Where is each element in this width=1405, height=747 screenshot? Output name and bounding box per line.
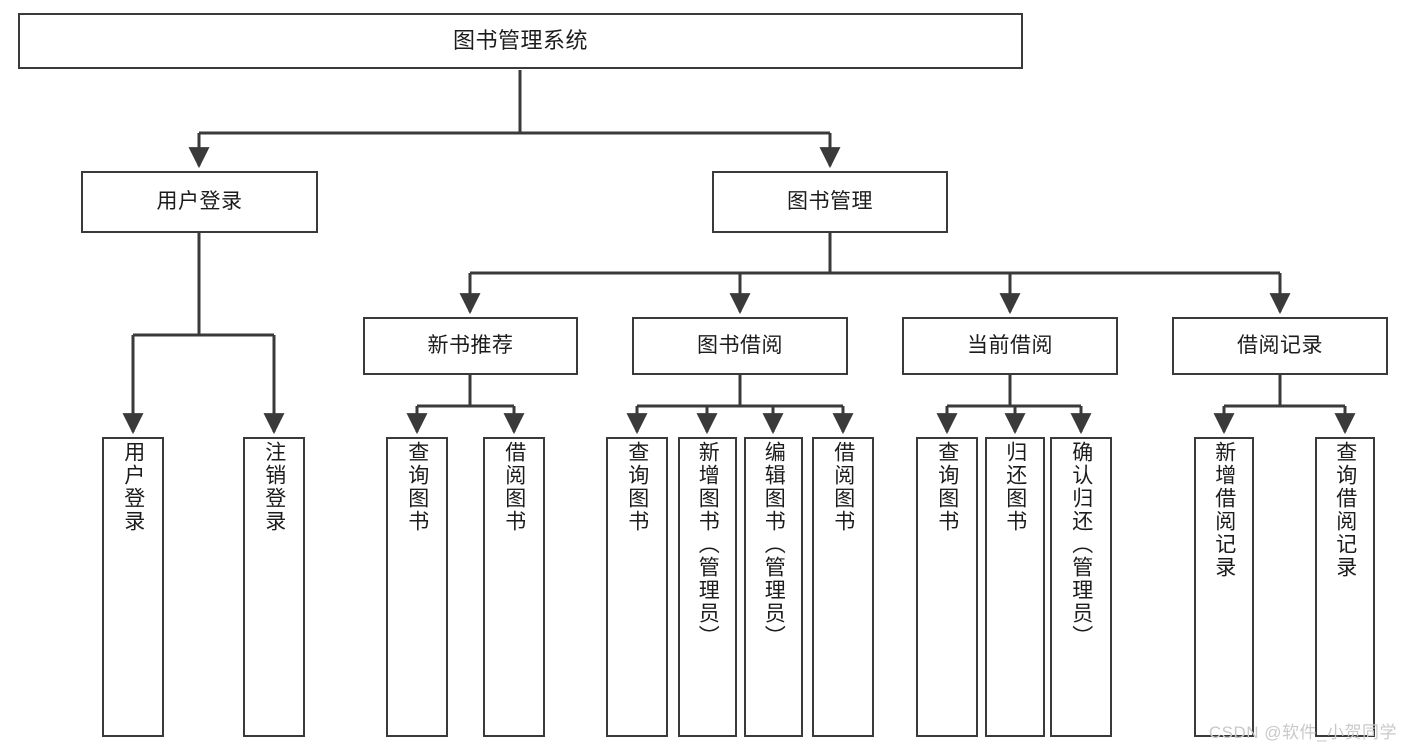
node-leaf-user-login[interactable]: 用户登录 <box>102 437 164 737</box>
node-new-book-recommend[interactable]: 新书推荐 <box>363 317 578 375</box>
node-label: 借阅图书 <box>502 441 526 533</box>
node-label: 确认归还（管理员） <box>1069 441 1093 648</box>
node-label: 借阅图书 <box>831 441 855 533</box>
node-label: 借阅记录 <box>1237 333 1323 357</box>
node-label: 用户登录 <box>121 441 145 533</box>
node-leaf-query-book-current[interactable]: 查询图书 <box>916 437 978 737</box>
node-leaf-query-book-recommend[interactable]: 查询图书 <box>386 437 448 737</box>
csdn-watermark: CSDN @软件_小贺同学 <box>1208 723 1397 742</box>
node-label: 查询图书 <box>625 441 649 533</box>
node-label: 注销登录 <box>262 441 286 533</box>
node-user-login[interactable]: 用户登录 <box>81 171 318 233</box>
node-leaf-confirm-return-admin[interactable]: 确认归还（管理员） <box>1050 437 1112 737</box>
node-label: 归还图书 <box>1003 441 1027 533</box>
node-label: 用户登录 <box>156 189 243 213</box>
node-label: 查询图书 <box>405 441 429 533</box>
node-leaf-borrow-book-recommend[interactable]: 借阅图书 <box>483 437 545 737</box>
node-leaf-add-borrow-record[interactable]: 新增借阅记录 <box>1194 437 1254 737</box>
node-leaf-query-borrow-record[interactable]: 查询借阅记录 <box>1315 437 1375 737</box>
node-book-borrow[interactable]: 图书借阅 <box>632 317 848 375</box>
node-label: 新书推荐 <box>427 333 514 357</box>
node-label: 查询图书 <box>935 441 959 533</box>
node-label: 图书管理系统 <box>452 28 588 54</box>
node-leaf-query-book-borrow[interactable]: 查询图书 <box>606 437 668 737</box>
node-leaf-edit-book-admin[interactable]: 编辑图书（管理员） <box>744 437 803 737</box>
node-root-book-management-system[interactable]: 图书管理系统 <box>18 13 1023 69</box>
node-leaf-add-book-admin[interactable]: 新增图书（管理员） <box>678 437 737 737</box>
node-borrow-record[interactable]: 借阅记录 <box>1172 317 1388 375</box>
node-leaf-borrow-book[interactable]: 借阅图书 <box>812 437 874 737</box>
node-book-management[interactable]: 图书管理 <box>712 171 948 233</box>
node-leaf-logout-login[interactable]: 注销登录 <box>243 437 305 737</box>
node-label: 查询借阅记录 <box>1333 441 1357 579</box>
node-label: 图书借阅 <box>697 333 783 357</box>
node-label: 编辑图书（管理员） <box>762 441 786 648</box>
node-label: 当前借阅 <box>967 333 1053 357</box>
node-leaf-return-book[interactable]: 归还图书 <box>985 437 1045 737</box>
node-label: 新增借阅记录 <box>1212 441 1236 579</box>
node-label: 新增图书（管理员） <box>696 441 720 648</box>
node-current-borrow[interactable]: 当前借阅 <box>902 317 1118 375</box>
node-label: 图书管理 <box>787 189 873 213</box>
